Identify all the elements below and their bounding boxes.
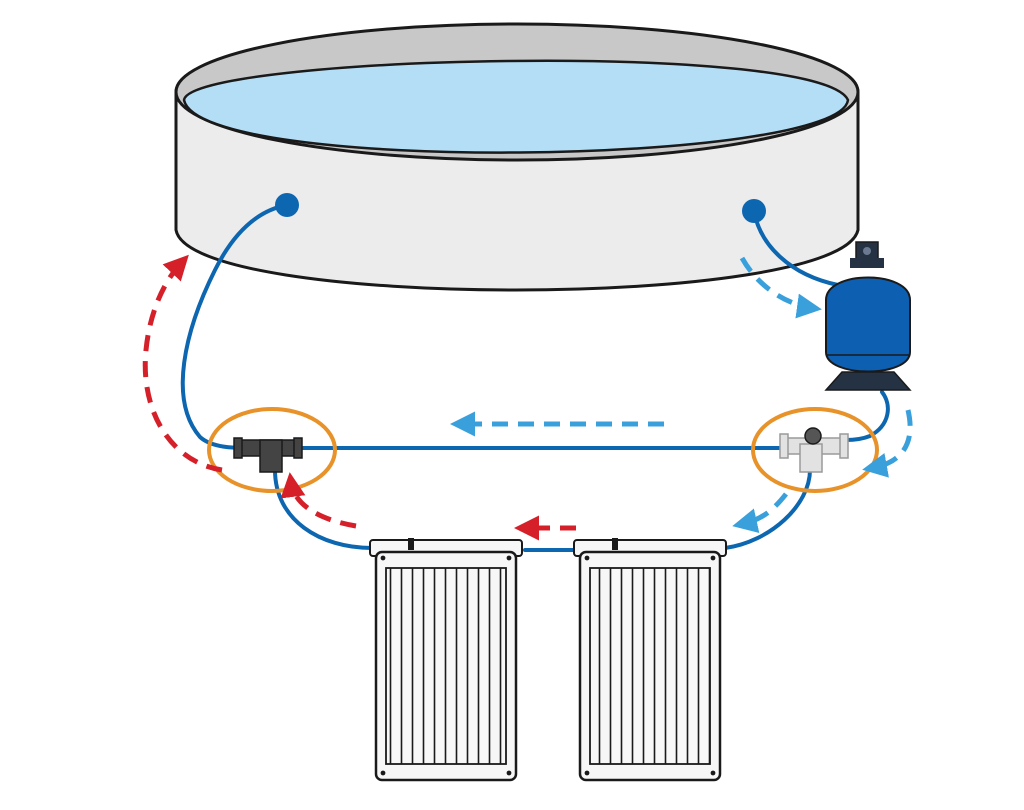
filter-pump — [824, 241, 912, 391]
pump-base — [824, 371, 912, 391]
cold-water-return-arrow — [862, 409, 913, 478]
pool-water — [182, 59, 850, 154]
tee-highlight-ring — [207, 407, 337, 493]
flow-arrows — [142, 254, 913, 541]
pipe-network — [180, 203, 890, 552]
above-ground-pool — [174, 22, 860, 292]
panels-to-tee-pipe — [273, 468, 374, 550]
valve-to-panels-pipe — [723, 468, 812, 550]
pump-to-valve-pipe — [844, 390, 890, 442]
heated-water-to-tee-arrow — [280, 472, 357, 529]
bypass-valve — [779, 427, 849, 473]
solar-panel-2 — [573, 538, 727, 782]
tee-fitting — [233, 437, 303, 473]
heated-water-to-pool-arrow — [142, 254, 223, 473]
pump-tank — [825, 276, 911, 373]
solar-panel-1 — [369, 538, 523, 782]
valve-highlight-ring — [751, 407, 879, 493]
cold-water-to-panels-arrow — [732, 492, 788, 533]
cold-water-to-pump-arrow — [739, 256, 822, 319]
valve-handle — [804, 427, 822, 445]
suction-pipe — [752, 209, 840, 287]
return-pipe — [180, 203, 289, 450]
